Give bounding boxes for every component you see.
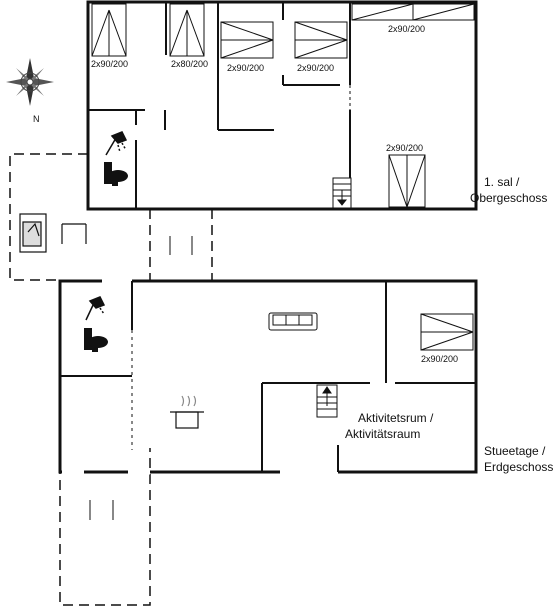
bed-label-upper-6: 2x90/200 (386, 143, 423, 153)
sofa-icon (268, 312, 318, 331)
toilet-icon-ground (84, 328, 108, 352)
walkway-planks (89, 236, 193, 520)
bed-label-upper-4: 2x90/200 (297, 63, 334, 73)
stairs-ground (316, 384, 338, 418)
bed-upper-2 (169, 3, 205, 57)
upper-floor-name-line-1: 1. sal / (484, 175, 520, 189)
bed-label-ground-1: 2x90/200 (421, 354, 458, 364)
compass-north-label: N (33, 114, 40, 124)
room-label-line-2: Aktivitätsraum (345, 427, 420, 441)
bed-label-upper-1: 2x90/200 (91, 59, 128, 69)
upper-floor-name-line-2: Obergeschoss (470, 191, 547, 205)
bed-label-upper-3: 2x90/200 (227, 63, 264, 73)
shower-icon-upper (105, 131, 128, 156)
bed-upper-5 (351, 3, 475, 21)
ground-floor (58, 278, 478, 475)
shower-icon-ground (85, 296, 106, 321)
bed-upper-1 (91, 3, 127, 57)
ground-floor-name-line-1: Stueetage / (484, 444, 546, 458)
toilet-icon-upper (104, 162, 128, 186)
bed-label-upper-5: 2x90/200 (388, 24, 425, 34)
outdoor-walkway (9, 153, 213, 606)
ground-floor-name-line-2: Erdgeschoss (484, 460, 553, 474)
bed-upper-6 (388, 154, 426, 208)
bed-upper-4 (294, 21, 348, 59)
stairs-upper (332, 177, 352, 209)
bed-upper-3 (220, 21, 274, 59)
outdoor-fireplace-icon (19, 213, 87, 253)
bed-ground-1 (420, 313, 474, 351)
compass-rose-icon (6, 58, 54, 106)
room-label-line-1: Aktivitetsrum / (358, 411, 434, 425)
cooking-pot-icon (170, 395, 204, 429)
bed-label-upper-2: 2x80/200 (171, 59, 208, 69)
ground-floor-inner-walls (60, 281, 476, 472)
